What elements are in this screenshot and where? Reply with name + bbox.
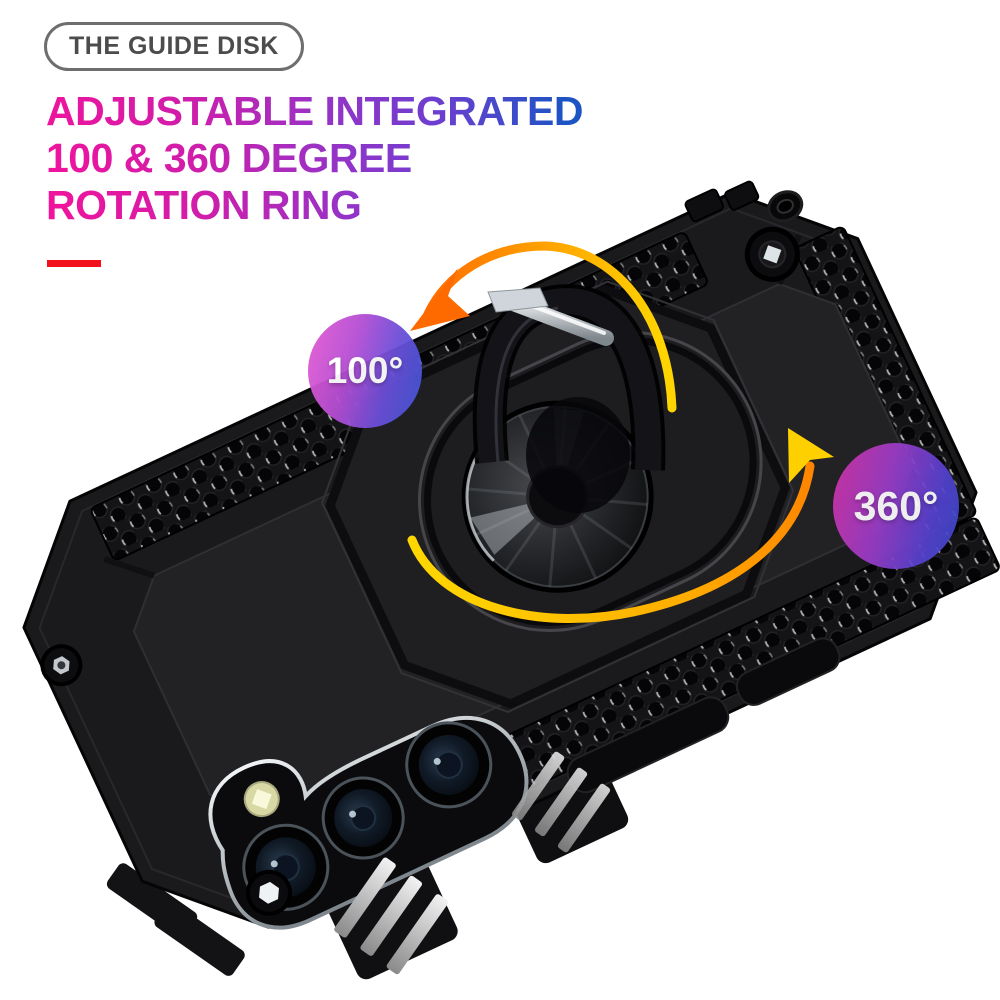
corner-hex-bolt-bottom bbox=[246, 869, 293, 916]
panel-facet-line bbox=[103, 556, 156, 579]
ring-hinge-tab bbox=[487, 287, 549, 313]
headline: ADJUSTABLE INTEGRATED 100 & 360 DEGREE R… bbox=[46, 88, 583, 229]
badge-360-label: 360° bbox=[853, 482, 939, 529]
phone-case-body bbox=[22, 180, 1000, 930]
camera-flash bbox=[243, 781, 280, 818]
badge-360-degree: 360° bbox=[833, 443, 959, 569]
grip-stripes-upper bbox=[512, 751, 611, 853]
headline-line-2: 100 & 360 DEGREE bbox=[46, 135, 412, 181]
corner-edge-bolt bbox=[767, 190, 804, 223]
kickstand-octagon-highlight bbox=[321, 280, 795, 713]
kickstand-ring bbox=[472, 284, 666, 471]
badge-100-label: 100° bbox=[326, 350, 404, 391]
corner-screw-diamond bbox=[744, 226, 800, 282]
guide-disk-pill-label: THE GUIDE DISK bbox=[69, 32, 279, 60]
grip-stripes-lower bbox=[334, 857, 449, 975]
corner-hex-bolt-left bbox=[40, 644, 83, 687]
flip-arrow-100 bbox=[410, 241, 677, 413]
edge-tab bbox=[724, 180, 760, 211]
headline-line-3: ROTATION RING bbox=[46, 182, 362, 228]
flip-arrowhead bbox=[410, 268, 470, 331]
kickstand-track-groove bbox=[423, 336, 757, 627]
guide-disk-pill: THE GUIDE DISK bbox=[44, 22, 304, 71]
headline-line-1: ADJUSTABLE INTEGRATED bbox=[46, 88, 583, 134]
side-button-short bbox=[736, 637, 841, 706]
camera-lens-2 bbox=[321, 776, 405, 860]
orbit-arrow-360 bbox=[407, 428, 834, 623]
edge-tab bbox=[684, 188, 725, 223]
orbit-arrowhead bbox=[788, 428, 834, 483]
camera-lens-3 bbox=[405, 721, 493, 809]
badge-100-degree: 100° bbox=[308, 314, 422, 428]
kickstand-hinge-shadow bbox=[526, 397, 630, 513]
red-accent-bar bbox=[47, 260, 101, 267]
